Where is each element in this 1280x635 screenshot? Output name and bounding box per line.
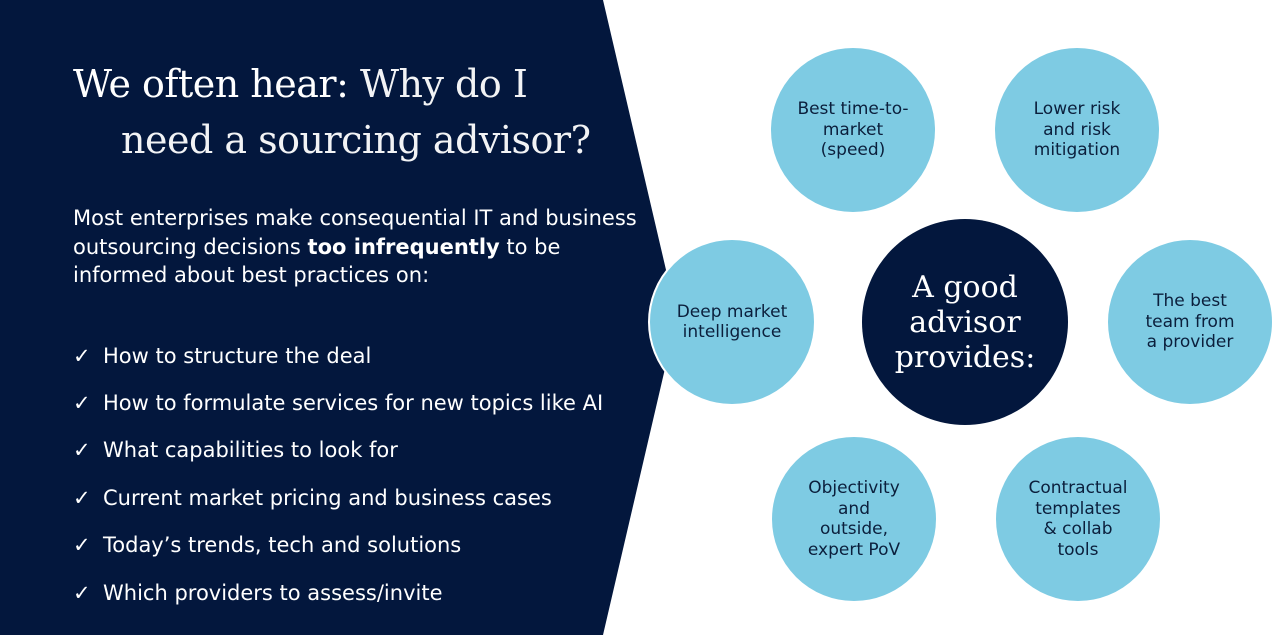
checkmark-icon: ✓ bbox=[73, 438, 91, 463]
page-title: We often hear: Why do I need a sourcing … bbox=[73, 56, 591, 168]
checklist-item: ✓ How to structure the deal bbox=[73, 332, 603, 379]
checkmark-icon: ✓ bbox=[73, 485, 91, 510]
intro-emphasis: too infrequently bbox=[307, 234, 500, 259]
center-circle-label: A good advisor provides: bbox=[894, 269, 1036, 375]
checkmark-icon: ✓ bbox=[73, 343, 91, 368]
benefit-circle-label: Lower risk and risk mitigation bbox=[1033, 99, 1121, 161]
checklist-item: ✓ Which providers to assess/invite bbox=[73, 569, 603, 616]
benefit-circle-label: Best time-to- market (speed) bbox=[797, 99, 909, 161]
benefit-circle-label: The best team from a provider bbox=[1145, 291, 1235, 353]
benefit-circle-best-team: The best team from a provider bbox=[1106, 238, 1274, 406]
best-practices-checklist: ✓ How to structure the deal ✓ How to formu… bbox=[73, 332, 603, 616]
checklist-item-label: What capabilities to look for bbox=[103, 438, 398, 463]
title-question-part2: need a sourcing advisor? bbox=[121, 118, 591, 162]
checklist-item-label: How to structure the deal bbox=[103, 343, 372, 368]
benefit-circle-objectivity: Objectivity and outside, expert PoV bbox=[770, 435, 938, 603]
intro-text-2: to be informed about best practices on: bbox=[73, 234, 561, 288]
title-question-part1: Why do I bbox=[348, 62, 528, 106]
checklist-item-label: Current market pricing and business case… bbox=[103, 485, 552, 510]
checkmark-icon: ✓ bbox=[73, 391, 91, 416]
title-lead: We often hear: bbox=[73, 62, 349, 106]
benefit-circle-label: Objectivity and outside, expert PoV bbox=[807, 478, 901, 560]
intro-text-1: Most enterprises make consequential IT a… bbox=[73, 206, 637, 259]
intro-paragraph: Most enterprises make consequential IT a… bbox=[73, 204, 653, 290]
benefit-circle-market-intelligence: Deep market intelligence bbox=[648, 238, 816, 406]
checkmark-icon: ✓ bbox=[73, 533, 91, 558]
checklist-item: ✓ Current market pricing and business cas… bbox=[73, 474, 603, 521]
center-circle-advisor: A good advisor provides: bbox=[862, 219, 1068, 425]
checklist-item: ✓ What capabilities to look for bbox=[73, 427, 603, 474]
checklist-item-label: Today’s trends, tech and solutions bbox=[103, 533, 462, 558]
benefit-circle-label: Deep market intelligence bbox=[676, 301, 788, 343]
checklist-item: ✓ How to formulate services for new topic… bbox=[73, 379, 603, 426]
checklist-item: ✓ Today’s trends, tech and solutions bbox=[73, 522, 603, 569]
benefit-circle-risk: Lower risk and risk mitigation bbox=[993, 46, 1161, 214]
checklist-item-label: Which providers to assess/invite bbox=[103, 580, 443, 605]
benefit-circle-label: Contractual templates & collab tools bbox=[1028, 478, 1128, 560]
checkmark-icon: ✓ bbox=[73, 580, 91, 605]
benefit-circle-speed: Best time-to- market (speed) bbox=[769, 46, 937, 214]
benefit-circle-templates: Contractual templates & collab tools bbox=[994, 435, 1162, 603]
checklist-item-label: How to formulate services for new topics… bbox=[103, 391, 604, 416]
